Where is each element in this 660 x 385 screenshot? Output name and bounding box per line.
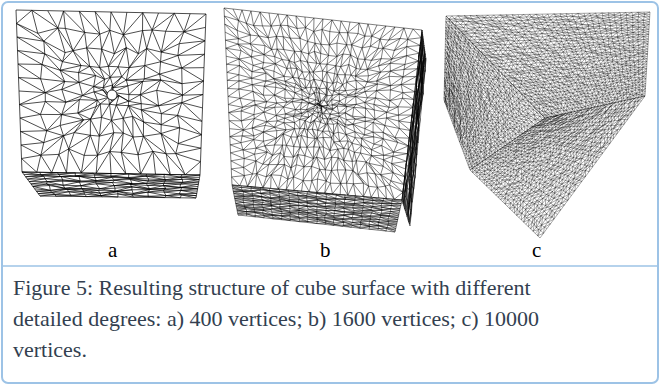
mesh-lines <box>446 12 650 118</box>
mesh-10000-vertices <box>444 12 650 238</box>
mesh-lines <box>224 8 422 200</box>
subfigure-label: b <box>320 238 331 262</box>
mesh-lines <box>402 30 426 226</box>
mesh-lines <box>470 96 645 238</box>
figure-caption: Figure 5: Resulting structure of cube su… <box>13 272 593 365</box>
caption-separator <box>3 265 657 267</box>
subfigure-label: a <box>108 238 117 262</box>
subfigure-label: c <box>532 238 541 262</box>
mesh-lines <box>16 10 206 175</box>
mesh-pole <box>107 90 117 100</box>
mesh-lines <box>22 172 200 198</box>
mesh-400-vertices <box>16 10 206 198</box>
mesh-1600-vertices <box>224 8 426 232</box>
mesh-lines <box>444 16 545 170</box>
mesh-lines <box>232 185 402 232</box>
